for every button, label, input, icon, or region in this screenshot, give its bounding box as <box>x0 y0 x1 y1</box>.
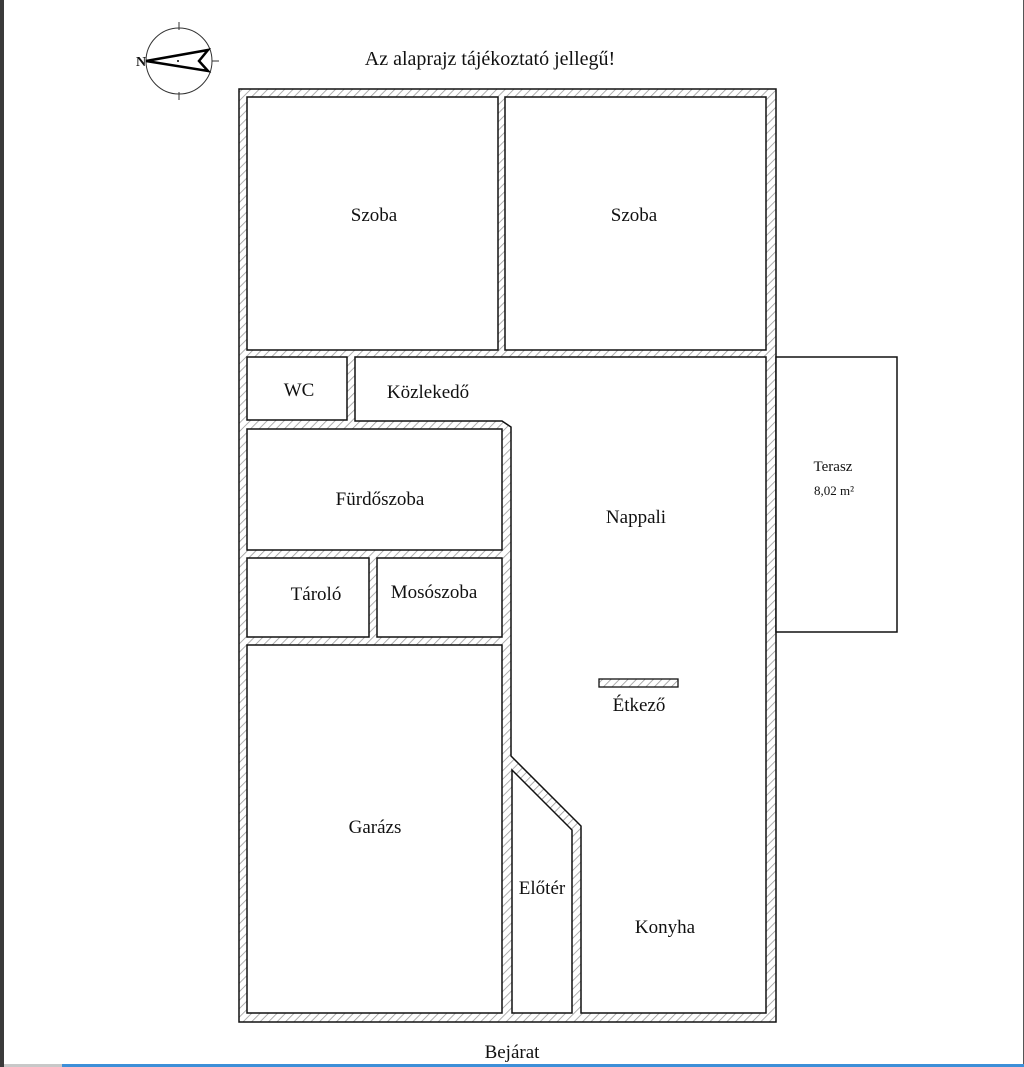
label-mososzoba: Mosószoba <box>391 582 478 603</box>
label-wc: WC <box>284 380 315 401</box>
room-wc <box>246 356 348 421</box>
label-eloter: Előtér <box>519 878 566 899</box>
label-etkezo: Étkező <box>613 694 666 716</box>
label-garazs: Garázs <box>349 817 402 838</box>
scrollbar-track <box>4 1064 62 1067</box>
room-garazs <box>246 644 503 1014</box>
window-left-edge <box>0 0 4 1067</box>
compass-label: N <box>136 55 146 70</box>
partition-wall <box>598 678 679 688</box>
north-arrow-icon <box>145 22 219 100</box>
label-bejarat: Bejárat <box>485 1042 541 1063</box>
room-nappali <box>354 356 767 1014</box>
room-mososzoba <box>376 557 503 638</box>
room-szoba-2 <box>504 96 767 351</box>
label-szoba-1: Szoba <box>351 205 398 226</box>
room-terasz <box>775 356 898 633</box>
label-kozlekedo: Közlekedő <box>387 382 469 403</box>
horizontal-scrollbar[interactable] <box>62 1064 1024 1067</box>
label-szoba-2: Szoba <box>611 205 658 226</box>
label-tarolo: Tároló <box>291 584 342 605</box>
plan-disclaimer-title: Az alaprajz tájékoztató jellegű! <box>365 48 615 70</box>
room-tarolo <box>246 557 370 638</box>
label-furdoszoba: Fürdőszoba <box>336 489 425 510</box>
room-eloter <box>511 768 573 1014</box>
label-terasz: Terasz <box>814 459 853 475</box>
room-szoba-1 <box>246 96 499 351</box>
label-nappali: Nappali <box>606 507 666 528</box>
label-terasz-area: 8,02 m² <box>814 483 854 498</box>
room-furdoszoba <box>246 428 503 551</box>
label-konyha: Konyha <box>635 917 696 938</box>
